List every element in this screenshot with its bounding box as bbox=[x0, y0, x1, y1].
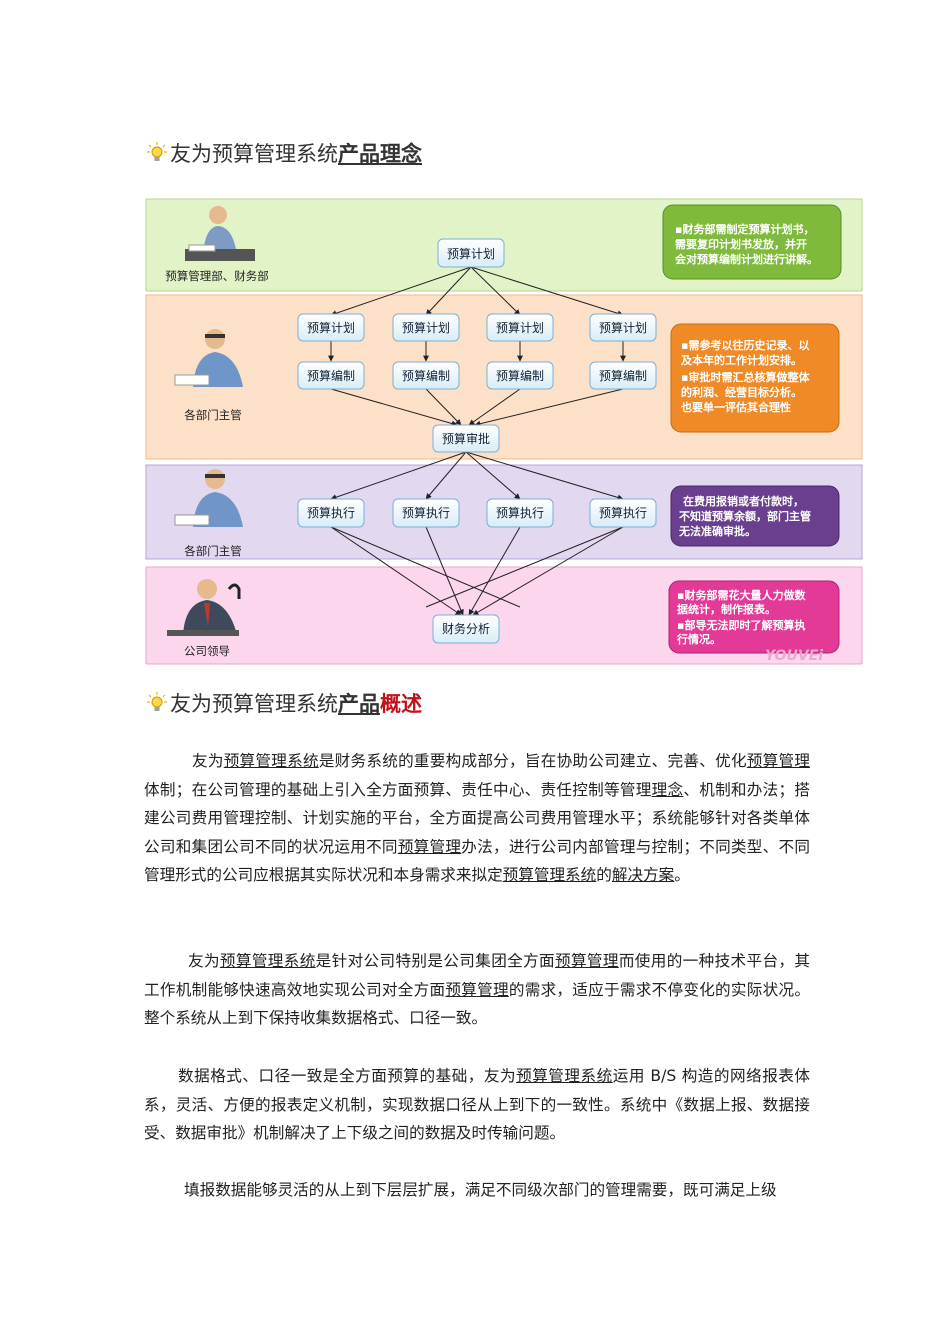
svg-text:财务分析: 财务分析 bbox=[442, 621, 490, 636]
paragraph-2: 友为预算管理系统是针对公司特别是公司集团全方面预算管理而使用的一种技术平台，其工… bbox=[144, 947, 810, 1033]
text-run: 体制；在公司管理的基础上引入全方面预算、责任中心、责任控制等管理 bbox=[144, 780, 652, 799]
process-box-plan-2: 预算计划 bbox=[392, 313, 460, 342]
lightbulb-icon bbox=[147, 142, 167, 161]
process-box-exec-1: 预算执行 bbox=[297, 498, 365, 528]
keyword-link[interactable]: 预算管理 bbox=[445, 980, 509, 999]
svg-text:预算计划: 预算计划 bbox=[402, 320, 450, 335]
svg-text:预算审批: 预算审批 bbox=[442, 431, 490, 446]
flow-arrows bbox=[328, 266, 626, 616]
heading-prefix: 友为预算管理系统 bbox=[170, 142, 338, 166]
section-heading-overview: 友为预算管理系统产品概述 bbox=[146, 688, 422, 718]
section-heading-concept: 友为预算管理系统产品理念 bbox=[146, 138, 422, 168]
paragraph-1: 友为预算管理系统是财务系统的重要构成部分，旨在协助公司建立、完善、优化预算管理体… bbox=[144, 747, 810, 890]
svg-text:预算编制: 预算编制 bbox=[496, 368, 544, 383]
process-box-top-plan: 预算计划 bbox=[437, 238, 505, 268]
svg-text:预算执行: 预算执行 bbox=[599, 505, 647, 520]
cross-lines bbox=[330, 526, 624, 608]
keyword-link[interactable]: 预算管理系统 bbox=[219, 952, 316, 970]
keyword-link[interactable]: 预算管理系统 bbox=[223, 752, 319, 770]
paragraph-3: 数据格式、口径一致是全方面预算的基础，友为预算管理系统运用 B/S 构造的网络报… bbox=[144, 1062, 810, 1148]
process-box-edit-3: 预算编制 bbox=[486, 361, 554, 390]
svg-text:▪需参考以往历史记录、以 及本年的工作计划安排。: ▪需参考以往历史记录、以 及本年的工作计划安排。 ▪审批时需汇总核算做整体 的利… bbox=[681, 338, 813, 414]
text-run: 。 bbox=[674, 866, 690, 885]
svg-text:预算执行: 预算执行 bbox=[402, 505, 450, 520]
text-run: 运用 B/S 构造的网络报表体系，灵活、方便的报表定义机制，实现数据口径从上到下… bbox=[144, 1067, 810, 1143]
process-box-plan-3: 预算计划 bbox=[486, 313, 554, 342]
svg-text:▪财务部需花大量人力做数 据统计，制作报表。: ▪财务部需花大量人力做数 据统计，制作报表。 ▪部导无法即时了解预算执 行情况。 bbox=[676, 588, 809, 646]
process-box-analysis: 财务分析 bbox=[432, 614, 500, 644]
svg-text:预算编制: 预算编制 bbox=[307, 368, 355, 383]
text-run: 填报数据能够灵活的从上到下层层扩展，满足不同级次部门的管理需要，既可满足上级 bbox=[184, 1181, 777, 1199]
budget-process-diagram: 预算管理部、财务部 各部门主管 各部门主管 公司领导 预算计划 bbox=[145, 198, 863, 665]
text-run: 的需求，适应于需求不停变化的实际状况。整个系统从上到下保持收集数据格式、口径一致… bbox=[144, 980, 810, 1028]
svg-text:▪财务部需制定预算计划书， 需要复印计划书发放，: ▪财务部需制定预算计划书， 需要复印计划书发放，并开 会对预算编制计划进行讲解。 bbox=[675, 222, 818, 266]
text-run: 友为 bbox=[192, 752, 224, 770]
text-run: 数据格式、口径一致是全方面预算的基础，友为 bbox=[178, 1067, 517, 1085]
text-run: 、机制和办法；搭建公司费用管理控制、计划实施的平台，全方面提高公司费用管理水平；… bbox=[144, 780, 810, 856]
role-label-dept-planning: 各部门主管 bbox=[184, 408, 242, 422]
svg-text:预算计划: 预算计划 bbox=[447, 246, 495, 261]
process-box-edit-1: 预算编制 bbox=[297, 361, 365, 390]
note-dept-execution: 在费用报销或者付款时， 不知道预算余额，部门主管 无法准确审批。 bbox=[670, 485, 840, 547]
svg-text:预算执行: 预算执行 bbox=[496, 505, 544, 520]
svg-text:预算执行: 预算执行 bbox=[307, 505, 355, 520]
heading-highlight: 产品理念 bbox=[338, 142, 422, 166]
keyword-link[interactable]: 预算管理 bbox=[555, 952, 619, 970]
role-label-finance: 预算管理部、财务部 bbox=[165, 269, 269, 283]
process-box-exec-2: 预算执行 bbox=[392, 498, 460, 528]
person-icon-finance bbox=[185, 206, 255, 261]
process-box-exec-4: 预算执行 bbox=[589, 498, 657, 528]
keyword-link[interactable]: 理念 bbox=[651, 780, 684, 799]
heading-highlight: 产品 bbox=[338, 692, 380, 716]
keyword-link[interactable]: 解决方案 bbox=[611, 866, 675, 885]
role-label-dept-execution: 各部门主管 bbox=[184, 544, 242, 558]
process-box-plan-4: 预算计划 bbox=[589, 313, 657, 342]
keyword-link[interactable]: 预算管理 bbox=[397, 837, 462, 856]
process-box-approval: 预算审批 bbox=[432, 424, 500, 453]
note-leadership: ▪财务部需花大量人力做数 据统计，制作报表。 ▪部导无法即时了解预算执 行情况。 bbox=[668, 580, 840, 654]
note-finance: ▪财务部需制定预算计划书， 需要复印计划书发放，并开 会对预算编制计划进行讲解。 bbox=[662, 204, 842, 280]
note-dept-planning: ▪需参考以往历史记录、以 及本年的工作计划安排。 ▪审批时需汇总核算做整体 的利… bbox=[670, 323, 840, 433]
process-box-edit-4: 预算编制 bbox=[589, 361, 657, 390]
process-box-exec-3: 预算执行 bbox=[486, 498, 554, 528]
person-icon-leadership bbox=[167, 579, 241, 636]
lightbulb-icon bbox=[147, 692, 167, 711]
paragraph-4: 填报数据能够灵活的从上到下层层扩展，满足不同级次部门的管理需要，既可满足上级 bbox=[144, 1176, 810, 1205]
svg-text:预算计划: 预算计划 bbox=[307, 320, 355, 335]
process-box-plan-1: 预算计划 bbox=[297, 313, 365, 342]
person-icon-dept-planning bbox=[174, 329, 243, 387]
text-run: 而使用的一种技术平台，其工作机制能够快速高效地实现公司对全方面 bbox=[144, 952, 810, 999]
heading-prefix: 友为预算管理系统 bbox=[170, 692, 338, 716]
keyword-link[interactable]: 预算管理系统 bbox=[516, 1067, 613, 1085]
text-run: 办法，进行公司内部管理与控制；不同类型、不同管理形式的公司应根据其实际状况和本身… bbox=[144, 837, 810, 885]
person-icon-dept-execution bbox=[174, 469, 243, 527]
watermark: YOUVEi bbox=[765, 648, 823, 664]
svg-text:预算编制: 预算编制 bbox=[402, 368, 450, 383]
keyword-link[interactable]: 预算管理 bbox=[746, 752, 810, 770]
svg-text:预算编制: 预算编制 bbox=[599, 368, 647, 383]
heading-emphasis: 概述 bbox=[380, 692, 422, 716]
process-box-edit-2: 预算编制 bbox=[392, 361, 460, 390]
text-run: 是针对公司特别是公司集团全方面 bbox=[315, 952, 556, 970]
svg-text:在费用报销或者付款时， 不知道预算余额，部门主管: 在费用报销或者付款时， 不知道预算余额，部门主管 无法准确审批。 bbox=[678, 494, 815, 538]
text-run: 是财务系统的重要构成部分，旨在协助公司建立、完善、优化 bbox=[318, 752, 747, 770]
svg-text:预算计划: 预算计划 bbox=[496, 320, 544, 335]
svg-text:预算计划: 预算计划 bbox=[599, 320, 647, 335]
text-run: 友为 bbox=[188, 952, 220, 970]
text-run: 的 bbox=[596, 866, 612, 885]
role-label-leadership: 公司领导 bbox=[184, 644, 230, 658]
keyword-link[interactable]: 预算管理系统 bbox=[502, 866, 597, 885]
